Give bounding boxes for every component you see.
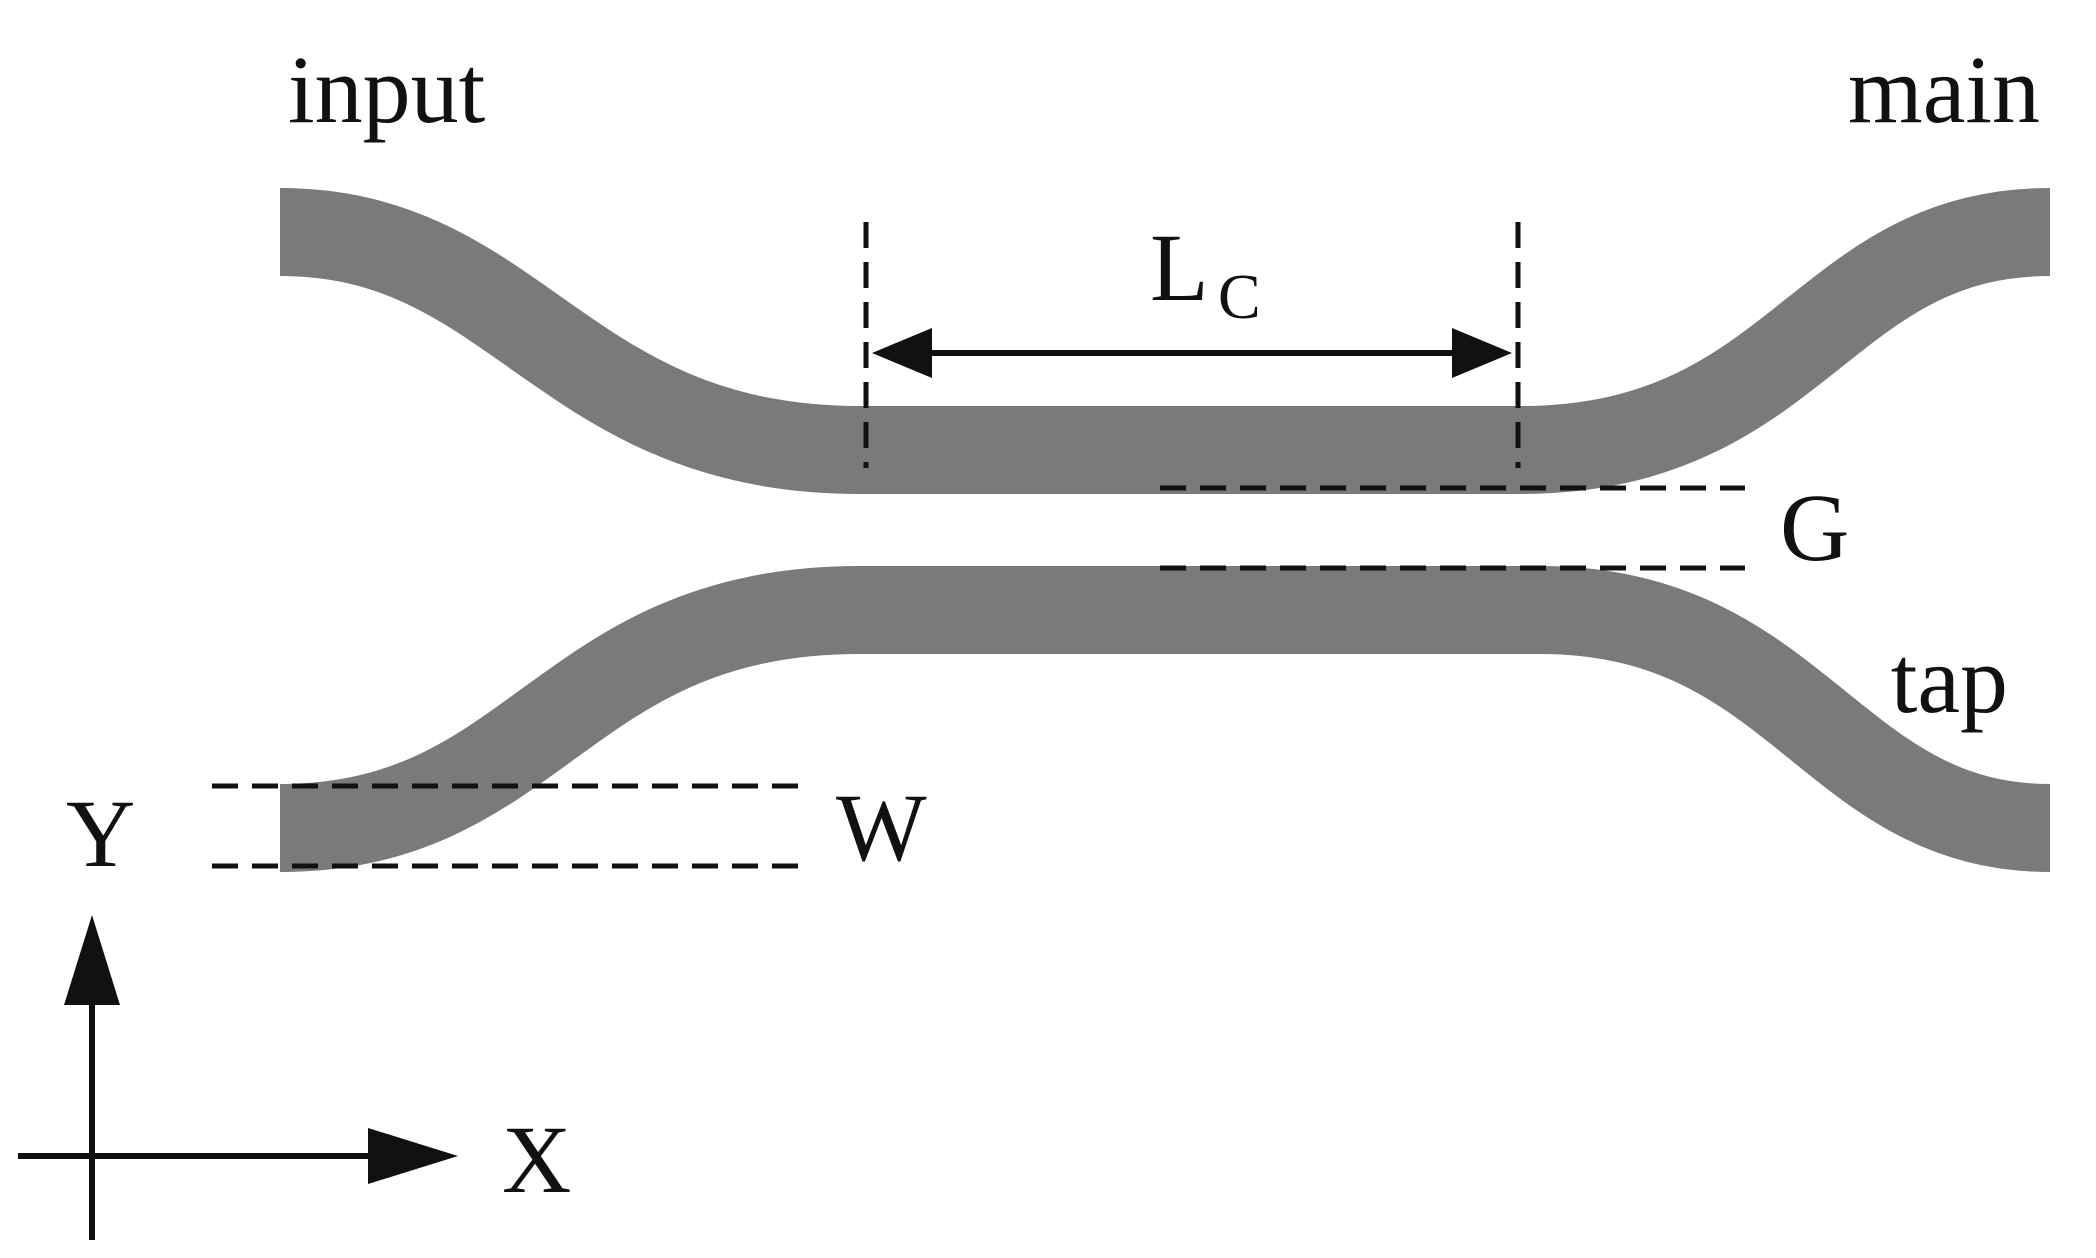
lc-arrow-left-head	[872, 328, 932, 378]
input-label: input	[288, 36, 486, 143]
x-axis-label: X	[502, 1106, 571, 1213]
upper-waveguide	[279, 188, 2051, 494]
y-axis-arrowhead	[64, 915, 120, 1005]
lower-waveguide	[279, 566, 2052, 872]
y-axis-label: Y	[66, 780, 135, 887]
lc-label-sub: C	[1218, 261, 1261, 332]
lc-arrow-right-head	[1452, 328, 1512, 378]
x-axis-arrowhead	[368, 1128, 458, 1184]
tap-label: tap	[1891, 626, 2008, 733]
main-label: main	[1848, 36, 2040, 143]
lc-label-main: L	[1150, 214, 1209, 321]
width-label: W	[836, 774, 927, 881]
gap-label: G	[1780, 474, 1849, 581]
